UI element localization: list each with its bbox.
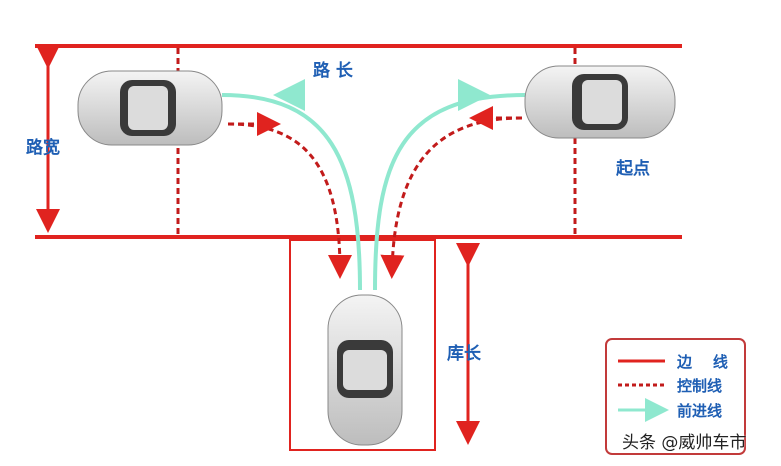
legend-item-forward: 前进线 <box>677 402 723 420</box>
legend-box <box>605 338 746 455</box>
legend-item-control: 控制线 <box>677 377 723 395</box>
garage-box <box>289 239 436 451</box>
garage-length-label: 库长 <box>447 344 481 364</box>
car-left <box>77 70 223 146</box>
start-label: 起点 <box>616 159 650 179</box>
legend-item-edge: 边 线 <box>677 353 728 371</box>
car-bottom <box>327 294 403 446</box>
watermark: 头条 @威帅车市 <box>622 433 747 453</box>
car-right <box>524 65 676 139</box>
road-width-label: 路宽 <box>26 138 60 158</box>
road-length-label: 路 长 <box>313 61 353 81</box>
forward-lines <box>221 79 526 291</box>
